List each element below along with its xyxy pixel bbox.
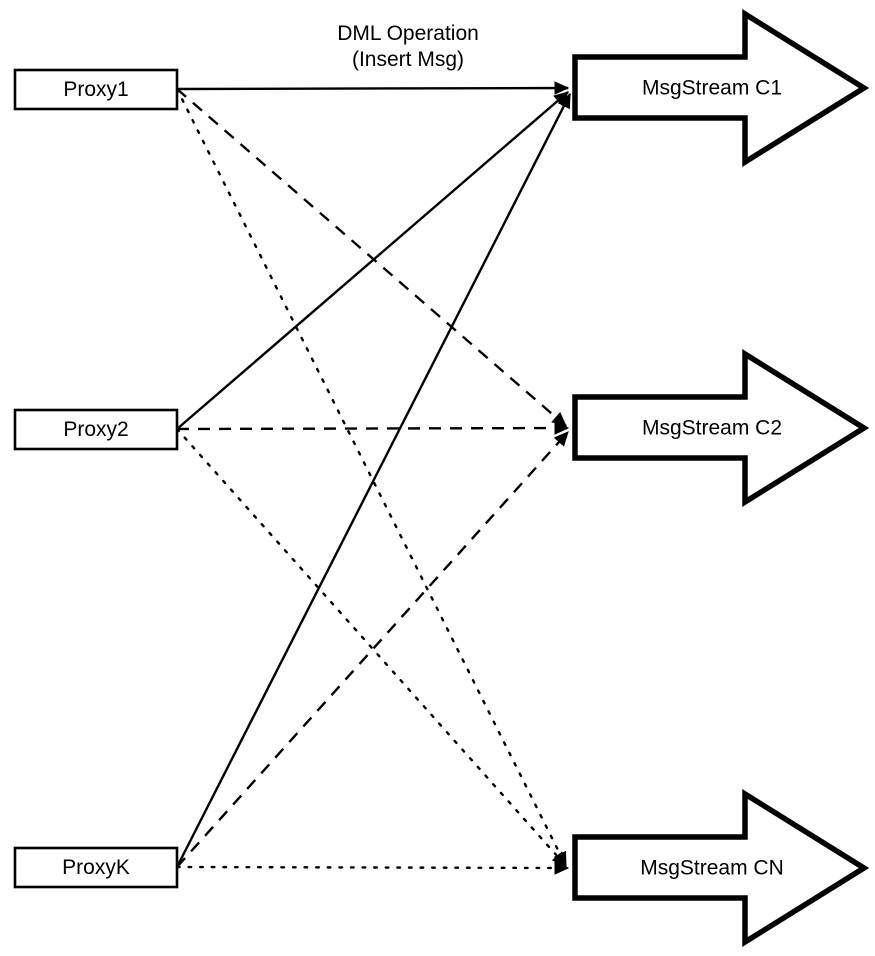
proxy-label-proxy1: Proxy1	[63, 78, 128, 101]
link-proxy2-to-cn	[175, 427, 568, 868]
msgstream-node-c1[interactable]: MsgStream C1	[572, 9, 870, 167]
msgstream-arrow-shape-cn	[572, 789, 870, 947]
msgstream-node-c2[interactable]: MsgStream C2	[572, 349, 870, 507]
proxy-box-proxy2	[13, 408, 179, 451]
msgstream-arrow-shape-c1	[572, 9, 870, 167]
msgstream-label-c2: MsgStream C2	[642, 417, 782, 440]
proxy-node-proxy2[interactable]: Proxy2	[13, 408, 179, 451]
link-proxyk-to-cn	[175, 861, 570, 875]
link-proxy2-to-c2	[176, 421, 570, 435]
edge-annotation-line2: (Insert Msg)	[352, 48, 464, 71]
proxy-label-proxyk: ProxyK	[62, 856, 130, 879]
msgstream-node-cn[interactable]: MsgStream CN	[572, 789, 870, 947]
link-proxyk-to-c1	[175, 92, 572, 868]
proxy-label-proxy2: Proxy2	[63, 418, 128, 441]
proxy-node-proxyk[interactable]: ProxyK	[13, 846, 179, 889]
link-proxy1-to-c1	[176, 81, 570, 95]
msgstream-label-cn: MsgStream CN	[640, 857, 784, 880]
proxy-node-proxy1[interactable]: Proxy1	[13, 68, 179, 111]
link-proxy2-to-c1	[176, 91, 569, 430]
edge-annotation: DML Operation (Insert Msg)	[337, 22, 479, 71]
proxy-box-proxy1	[13, 68, 179, 111]
msgstream-label-c1: MsgStream C1	[642, 77, 782, 100]
streams-layer: MsgStream C1 MsgStream C2 MsgStream CN	[572, 9, 870, 947]
link-proxy1-to-c2	[176, 88, 567, 427]
proxy-box-proxyk	[13, 846, 179, 889]
msgstream-arrow-shape-c2	[572, 349, 870, 507]
link-proxy1-to-cn	[175, 87, 568, 868]
links-layer	[175, 81, 572, 875]
link-proxyk-to-c2	[176, 431, 569, 868]
edge-annotation-line1: DML Operation	[337, 22, 479, 45]
